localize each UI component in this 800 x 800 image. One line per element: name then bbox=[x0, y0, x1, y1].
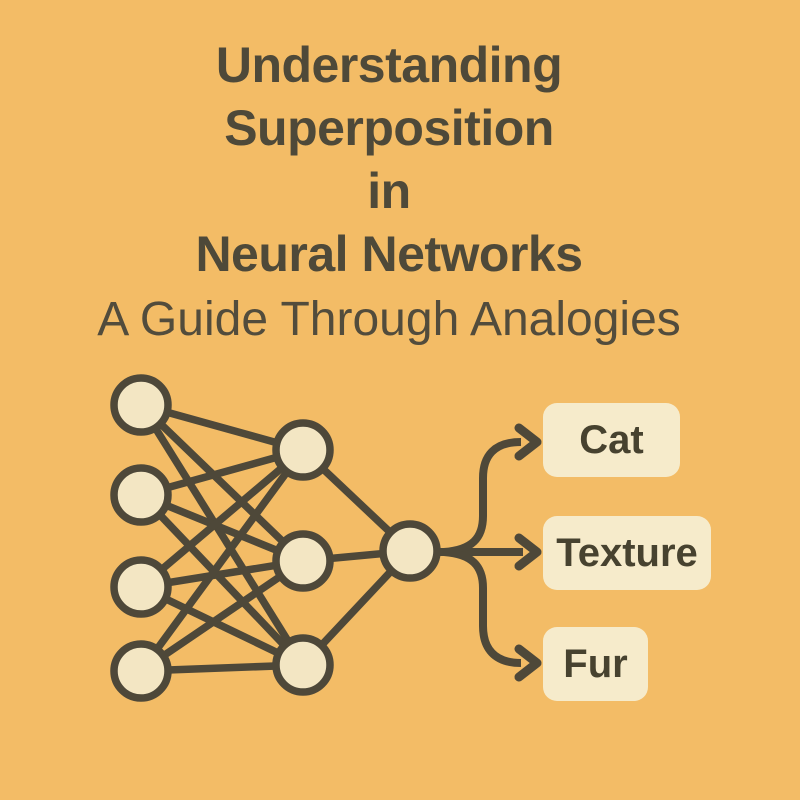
title-line-3: in bbox=[367, 163, 411, 219]
input-node-2 bbox=[110, 464, 172, 526]
arrowhead-fur bbox=[514, 644, 542, 682]
input-node-1 bbox=[110, 374, 172, 436]
page-subtitle: A Guide Through Analogies bbox=[97, 293, 681, 346]
output-label-texture-text: Texture bbox=[556, 530, 698, 575]
title-line-2: Superposition bbox=[224, 100, 554, 156]
output-label-texture: Texture bbox=[543, 516, 711, 590]
page-title: Understanding Superposition in Neural Ne… bbox=[0, 34, 778, 286]
input-node-3 bbox=[110, 556, 172, 618]
output-branch-arrows bbox=[437, 423, 542, 682]
hidden-node-1 bbox=[272, 419, 334, 481]
hidden-node-2 bbox=[272, 530, 334, 592]
hidden-node-3 bbox=[272, 634, 334, 696]
arrowhead-texture bbox=[514, 533, 542, 571]
arrowhead-cat bbox=[514, 423, 542, 461]
network-nodes bbox=[110, 374, 441, 702]
title-line-4: Neural Networks bbox=[195, 226, 583, 282]
title-line-1: Understanding bbox=[215, 37, 563, 93]
input-node-4 bbox=[110, 640, 172, 702]
output-node bbox=[379, 520, 441, 582]
output-label-fur: Fur bbox=[543, 627, 648, 701]
output-label-fur-text: Fur bbox=[563, 641, 628, 686]
arrow-line-fur bbox=[443, 548, 522, 667]
output-label-cat: Cat bbox=[543, 403, 680, 477]
arrow-line-cat bbox=[443, 438, 522, 556]
output-label-cat-text: Cat bbox=[579, 417, 644, 462]
